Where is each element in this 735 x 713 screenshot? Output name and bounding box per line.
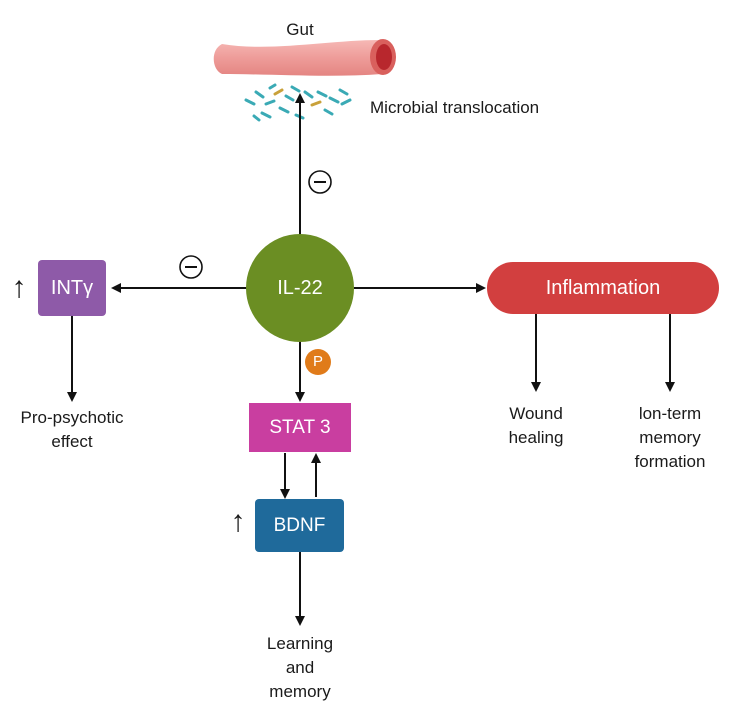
bdnf-up-arrow: ↑ (230, 505, 246, 538)
long-term-line1: lon-term (638, 404, 702, 423)
stat3-node (249, 403, 351, 452)
pro-psychotic-label: Pro-psychotic effect (0, 406, 144, 454)
learning-line3: memory (269, 682, 331, 701)
phospho-icon (305, 349, 331, 375)
learning-memory-label: Learning and memory (240, 632, 360, 704)
microbial-translocation-label: Microbial translocation (370, 98, 540, 117)
int-node (38, 260, 106, 316)
long-term-line2: memory (639, 428, 701, 447)
bdnf-node (255, 499, 344, 552)
int-label: INTγ (50, 277, 94, 299)
learning-line2: and (285, 658, 315, 677)
int-up-arrow: ↑ (11, 271, 27, 304)
inhibit-icon-gut (308, 170, 332, 194)
learning-line1: Learning (266, 634, 334, 653)
wound-line2: healing (508, 428, 564, 447)
wound-line1: Wound (509, 404, 563, 423)
inflammation-node (487, 262, 719, 314)
phospho-label: P (312, 353, 323, 370)
gut-label: Gut (286, 20, 314, 39)
inhibit-icon-int (179, 255, 203, 279)
stat3-label: STAT 3 (269, 417, 331, 438)
il22-label: IL-22 (277, 277, 323, 299)
pro-psychotic-line2: effect (51, 432, 93, 451)
long-term-memory-label: lon-term memory formation (610, 402, 730, 474)
pro-psychotic-line1: Pro-psychotic (20, 408, 124, 427)
microbes-icon (244, 83, 352, 122)
long-term-line3: formation (634, 452, 706, 471)
wound-healing-label: Wound healing (488, 402, 584, 450)
il22-node (246, 234, 354, 342)
gut-icon (213, 39, 396, 76)
bdnf-label: BDNF (273, 515, 326, 536)
inflammation-label: Inflammation (545, 277, 661, 299)
